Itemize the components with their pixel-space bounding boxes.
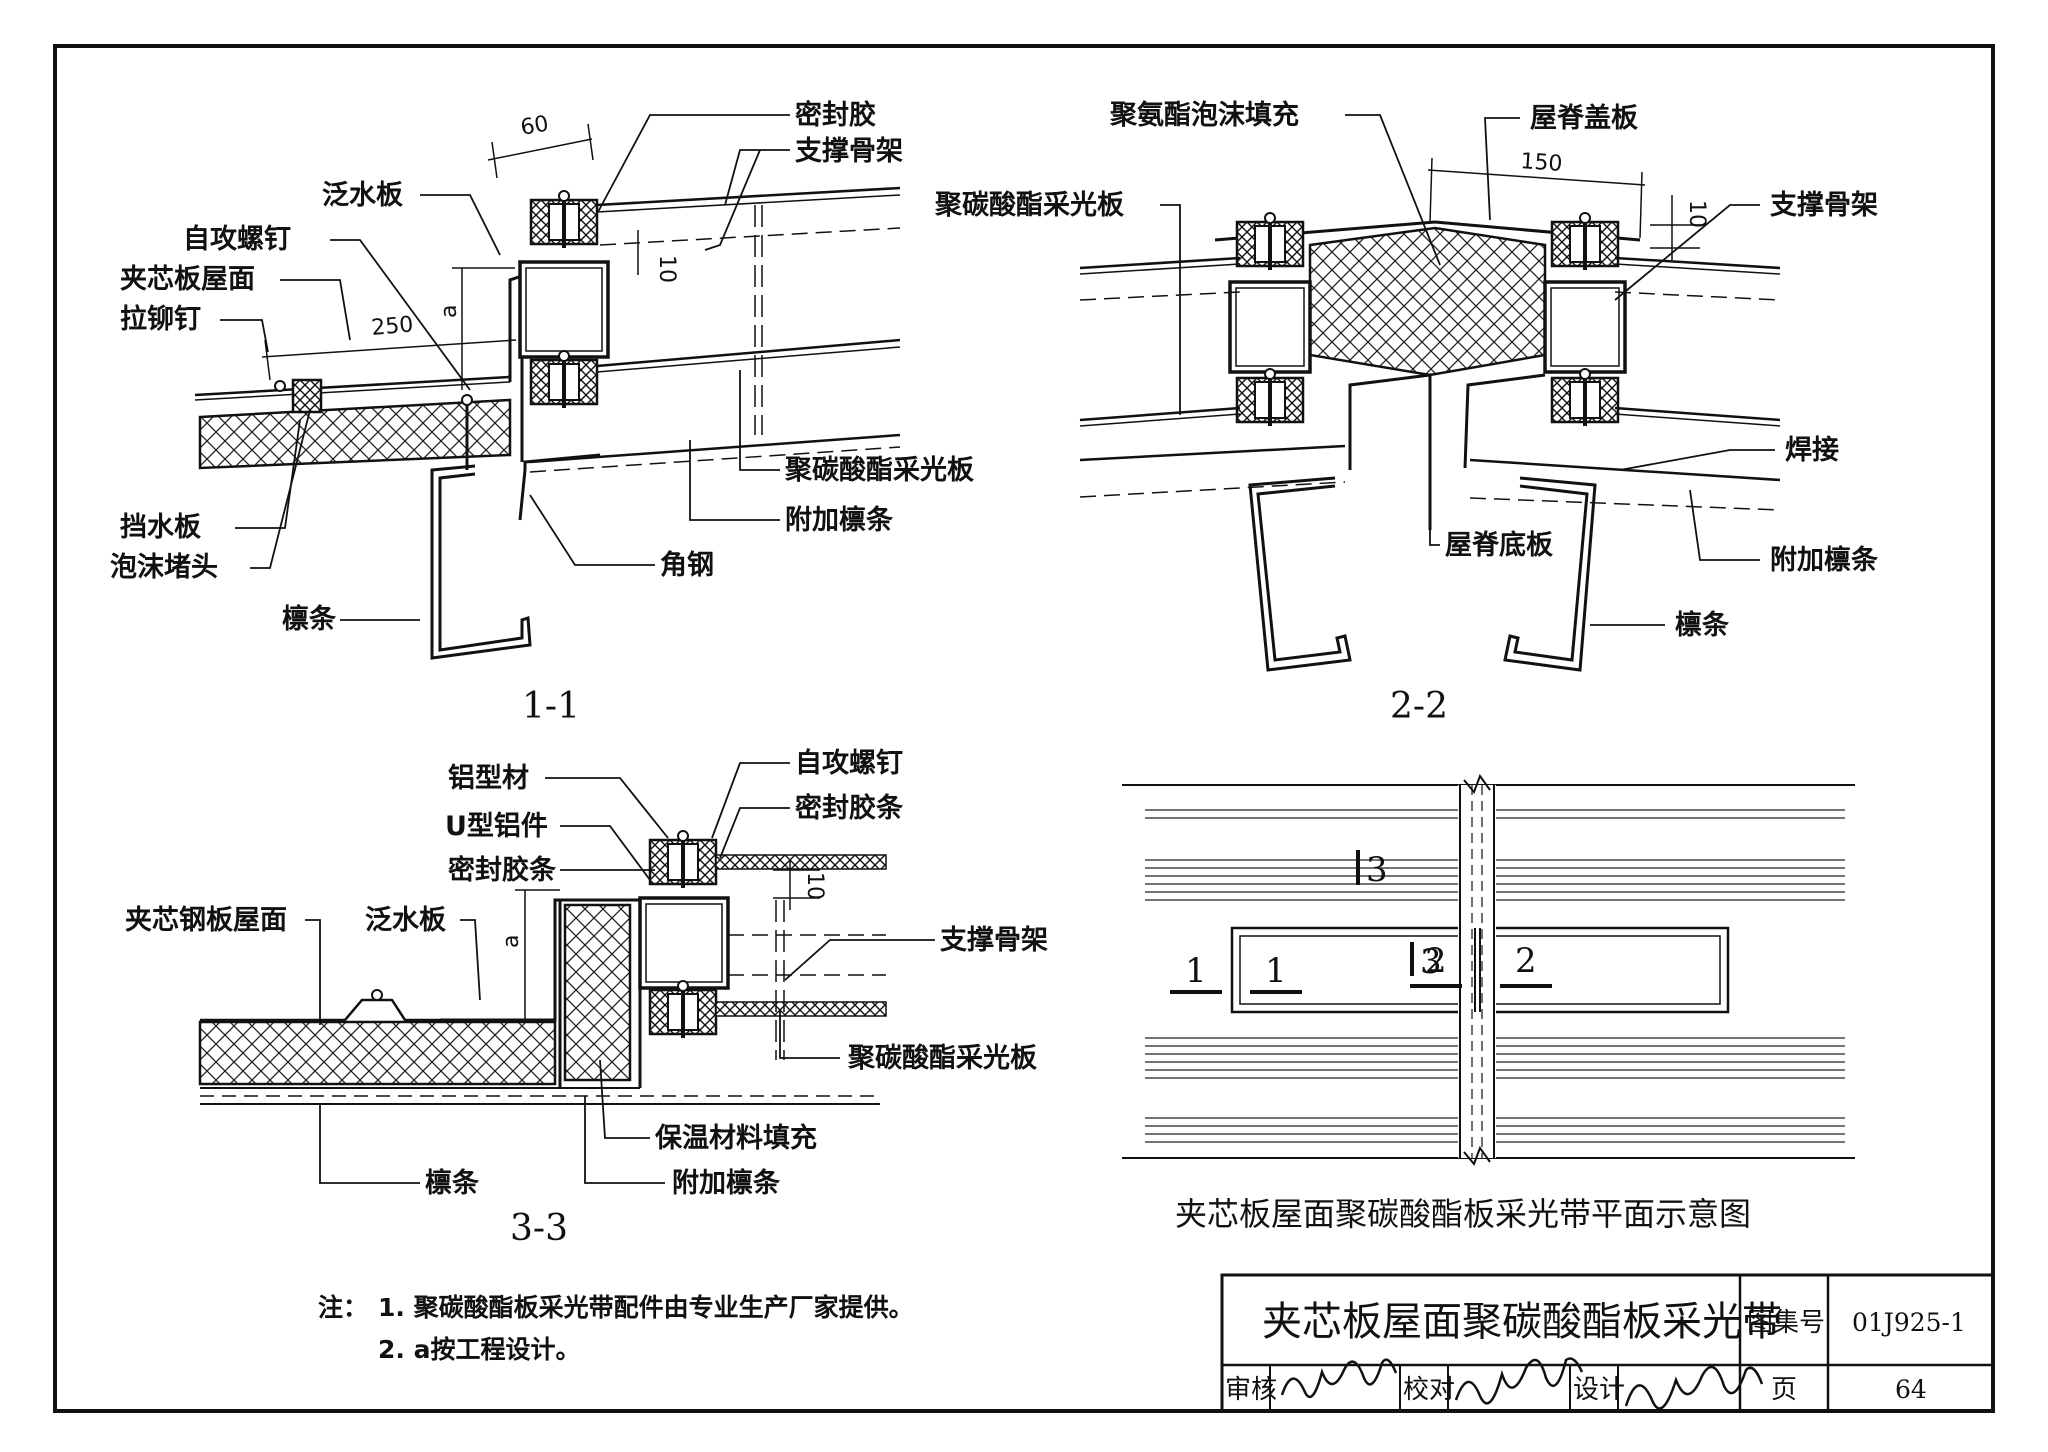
dim-a-3: a (499, 935, 524, 948)
page-number: 64 (1895, 1375, 1927, 1404)
dim-60: 60 (519, 111, 551, 140)
title-block: 夹芯板屋面聚碳酸酯板采光带 图集号 01J925-1 审核 校对 设计 页 64 (1220, 1273, 1995, 1413)
sandwich-steel-panel (198, 1020, 557, 1086)
label-water-stop: 挡水板 (120, 512, 201, 543)
review-label: 审核 (1225, 1375, 1277, 1405)
label-u-aluminum: U型铝件 (445, 811, 548, 842)
label-extra-purlin-1: 附加檩条 (785, 504, 894, 536)
purlin-1 (430, 464, 532, 660)
page-label: 页 (1771, 1375, 1797, 1405)
signature-design (1624, 1365, 1764, 1410)
signature-check (1454, 1357, 1584, 1405)
dim-150: 150 (1520, 149, 1564, 177)
angle-steel (523, 453, 601, 470)
label-support-frame-1: 支撑骨架 (795, 136, 903, 167)
label-flashing-3: 泛水板 (365, 905, 446, 936)
label-purlin-1: 檩条 (282, 603, 337, 635)
label-pc-panel-1: 聚碳酸酯采光板 (784, 455, 974, 486)
label-pc-panel-2: 聚碳酸酯采光板 (934, 190, 1124, 221)
atlas-number: 01J925-1 (1852, 1308, 1966, 1337)
dim-10-1: 10 (654, 255, 679, 283)
label-ridge-cap: 屋脊盖板 (1530, 103, 1638, 134)
sandwich-panel-1 (198, 398, 512, 470)
dim-10-3: 10 (802, 872, 827, 900)
title-block-title: 夹芯板屋面聚碳酸酯板采光带 (1262, 1299, 1782, 1345)
section-1-1: 60 250 a 10 密封胶 支撑骨架 泛水板 (110, 99, 974, 727)
label-aluminum-profile: 铝型材 (448, 763, 529, 794)
section-title-3-3: 3-3 (510, 1208, 568, 1249)
insulation-fill (563, 903, 632, 1082)
section-title-2-2: 2-2 (1390, 686, 1448, 727)
label-sandwich-roof: 夹芯板屋面 (120, 264, 255, 295)
label-self-tapping-screw-3: 自攻螺钉 (795, 747, 903, 779)
notes-prefix: 注： (318, 1293, 368, 1322)
atlas-label: 图集号 (1747, 1308, 1825, 1338)
notes-line-1: 1. 聚碳酸酯板采光带配件由专业生产厂家提供。 (378, 1293, 914, 1322)
plan-mark-2b: 2 (1515, 941, 1537, 981)
label-purlin-2: 檩条 (1675, 609, 1730, 641)
label-extra-purlin-3: 附加檩条 (672, 1167, 781, 1199)
label-rivet: 拉铆钉 (120, 303, 201, 335)
plan-mark-1a: 1 (1185, 951, 1207, 991)
label-angle-steel: 角钢 (660, 549, 714, 581)
plan-mark-3a: 3 (1420, 942, 1442, 982)
design-label: 设计 (1573, 1375, 1625, 1405)
label-pc-panel-3: 聚碳酸酯采光板 (847, 1043, 1037, 1074)
label-foam-plug: 泡沫堵头 (110, 551, 218, 583)
notes-line-2: 2. a按工程设计。 (378, 1335, 580, 1364)
plan-mark-3b: 3 (1366, 850, 1388, 890)
section-title-1-1: 1-1 (522, 686, 580, 727)
label-sealant-1: 密封胶 (795, 99, 876, 131)
label-insulation: 保温材料填充 (654, 1122, 817, 1154)
label-sandwich-steel-roof: 夹芯钢板屋面 (125, 905, 287, 936)
label-welding: 焊接 (1785, 435, 1839, 466)
label-purlin-3: 檩条 (425, 1167, 480, 1199)
check-label: 校对 (1403, 1375, 1455, 1405)
ridge-base (1348, 373, 1432, 530)
dim-10-2: 10 (1684, 200, 1709, 228)
label-support-frame-2: 支撑骨架 (1770, 190, 1878, 221)
label-flashing-1: 泛水板 (322, 180, 403, 211)
label-support-frame-3: 支撑骨架 (940, 925, 1048, 956)
notes: 注： 1. 聚碳酸酯板采光带配件由专业生产厂家提供。 2. a按工程设计。 (318, 1293, 914, 1364)
plan-view: 1 1 3 3 2 2 夹芯板屋面聚碳酸酯板采光带平面示意图 (1122, 773, 1855, 1233)
label-sealing-strip-1: 密封胶条 (795, 792, 904, 824)
plan-caption: 夹芯板屋面聚碳酸酯板采光带平面示意图 (1175, 1195, 1751, 1233)
dim-a-1: a (437, 305, 462, 318)
label-extra-purlin-2: 附加檩条 (1770, 544, 1879, 576)
purlin-2-right (1503, 476, 1597, 672)
purlin-2-left (1248, 476, 1352, 672)
plan-mark-1b: 1 (1265, 951, 1287, 991)
pu-foam-fill (1308, 226, 1547, 377)
section-2-2: 150 10 聚氨酯泡沫填充 屋脊盖板 聚碳酸酯采光板 支撑骨架 焊接 屋脊底板… (934, 99, 1879, 727)
section-3-3: a 10 铝型材 自攻螺钉 U型铝件 密封胶条 密封胶条 夹芯钢板屋面 泛水板 … (125, 747, 1048, 1249)
label-self-tapping-screw-1: 自攻螺钉 (183, 223, 291, 255)
plan-mark-2a: 2 (1425, 941, 1447, 981)
signature-review (1280, 1358, 1398, 1399)
drawing-border (53, 44, 1995, 1413)
label-sealing-strip-2: 密封胶条 (448, 854, 557, 886)
label-pu-foam: 聚氨酯泡沫填充 (1109, 99, 1299, 131)
dim-250: 250 (370, 312, 414, 341)
label-ridge-base: 屋脊底板 (1445, 529, 1553, 561)
foam-plug (291, 378, 323, 414)
